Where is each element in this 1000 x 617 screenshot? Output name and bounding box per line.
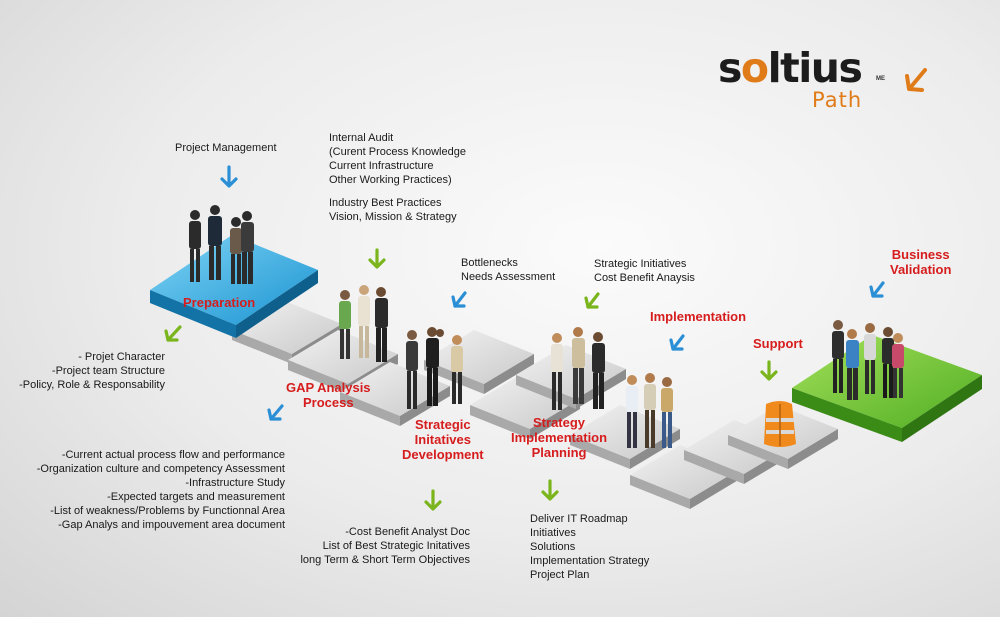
logo-letter-s: s — [718, 44, 742, 92]
arrow-green-planning-output — [541, 479, 559, 501]
people-group-planning — [551, 327, 605, 410]
logo-subtitle: Path — [812, 88, 863, 112]
input-industry-best-practices: Industry Best Practices Vision, Mission … — [329, 197, 457, 223]
logo-letters-ltius: ltius — [767, 44, 863, 92]
output-strategy-planning: Deliver IT Roadmap Initiatives Solutions… — [530, 513, 650, 581]
arrow-green-preparation-output — [164, 325, 182, 342]
stage-preparation: Preparation — [183, 295, 256, 310]
people-group-strategic — [406, 327, 463, 409]
stage-business-validation: Business Validation — [890, 247, 952, 277]
output-gap-analysis: -Current actual process flow and perform… — [36, 449, 285, 531]
arrow-green-support — [760, 360, 778, 381]
stage-implementation: Implementation — [650, 309, 747, 324]
arrow-blue-project-management — [220, 165, 238, 188]
life-vest-support — [764, 401, 796, 447]
stage-support: Support — [753, 336, 803, 351]
input-internal-audit: Internal Audit (Curent Process Knowledge… — [329, 132, 466, 186]
logo-letter-o: o — [740, 44, 769, 92]
people-group-gap — [339, 285, 388, 362]
arrow-blue-implementation — [669, 334, 685, 351]
stage-gap-analysis: GAP Analysis Process — [286, 380, 371, 410]
people-group-preparation — [189, 205, 254, 284]
input-strategic-initiatives: Strategic Initiatives Cost Benefit Anays… — [594, 258, 695, 284]
logo-superscript: ME — [876, 76, 885, 82]
output-preparation: - Projet Character -Project team Structu… — [19, 351, 165, 391]
logo-wordmark: soltius — [718, 44, 863, 92]
arrow-green-industry-best — [368, 248, 386, 269]
logo-arrow-icon — [905, 68, 927, 92]
input-project-management: Project Management — [175, 142, 277, 154]
arrow-blue-business — [869, 281, 885, 298]
arrow-green-strategic-initiatives — [584, 292, 600, 309]
arrow-blue-gap-output — [267, 404, 284, 421]
people-group-business — [832, 320, 904, 400]
stage-strategic-initiatives: Strategic Initatives Development — [402, 417, 484, 462]
stage-strategy-planning: Strategy Implementation Planning — [511, 415, 608, 460]
arrow-green-strategic-output — [424, 489, 442, 511]
arrows — [164, 165, 885, 511]
output-strategic-initiatives: -Cost Benefit Analyst Doc List of Best S… — [300, 526, 470, 566]
arrow-blue-bottlenecks — [451, 291, 467, 308]
input-bottlenecks: Bottlenecks Needs Assessment — [461, 257, 556, 283]
people-group-implementation — [626, 373, 673, 448]
